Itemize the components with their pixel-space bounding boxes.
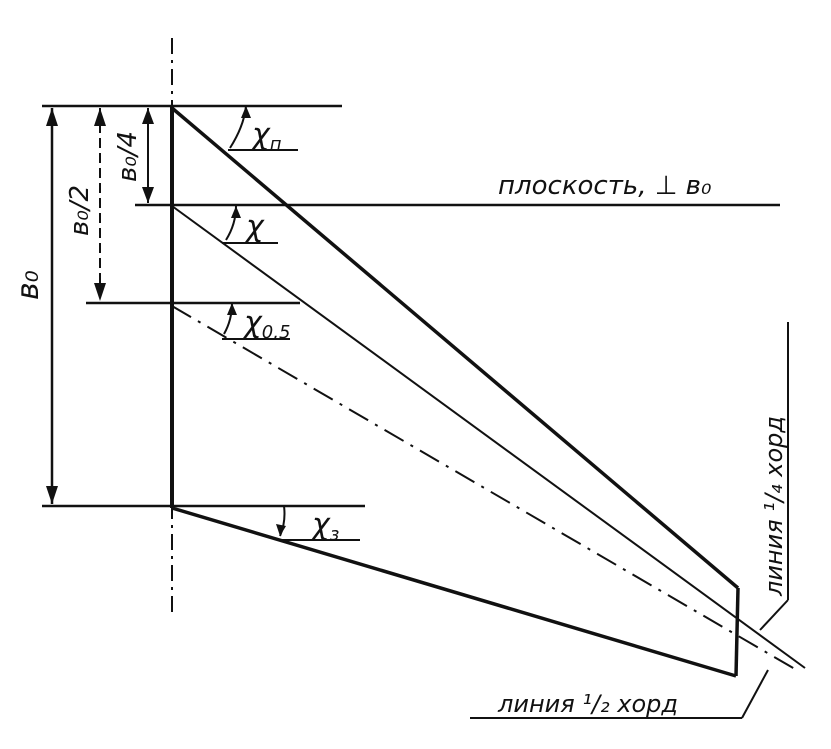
quarter-chord-line	[171, 205, 806, 669]
sweep-leading-edge-label: χп	[250, 117, 282, 155]
arrow-half	[227, 303, 237, 315]
arrow-trailing	[276, 524, 286, 536]
root-chord-label: в₀	[11, 270, 46, 300]
plane-label: плоскость, ⊥ в₀	[498, 171, 712, 201]
sweep-trailing-edge-label: χз	[310, 507, 339, 545]
dim-half-chord-arrow-top	[94, 108, 106, 126]
quarter-chord-line-label: линия ¹/₄ хорд	[760, 416, 788, 597]
arrow-quarter	[231, 206, 241, 218]
dim-quarter-chord-arrow-top	[142, 108, 154, 124]
sweep-quarter-chord-label: χ	[244, 209, 265, 244]
dim-quarter-chord-arrow-bottom	[142, 187, 154, 203]
quarter-chord-dimension-label: в₀/4	[113, 131, 143, 182]
dim-root-chord-arrow-bottom	[46, 486, 58, 504]
quarter-chord-leader-diag	[759, 599, 789, 631]
half-chord-dimension-label: в₀/2	[65, 185, 95, 236]
half-chord-leader-diag	[741, 669, 769, 719]
dim-root-chord-arrow-top	[46, 108, 58, 126]
leading-edge	[170, 106, 740, 590]
sweep-half-chord-label: χ0,5	[242, 305, 290, 343]
trailing-edge	[171, 506, 737, 678]
half-chord-line-label: линия ¹/₂ хорд	[497, 690, 678, 718]
half-chord-line	[171, 305, 801, 673]
arrow-leading	[241, 106, 251, 118]
tip-chord	[734, 587, 740, 677]
dim-half-chord-arrow-bottom	[94, 283, 106, 301]
